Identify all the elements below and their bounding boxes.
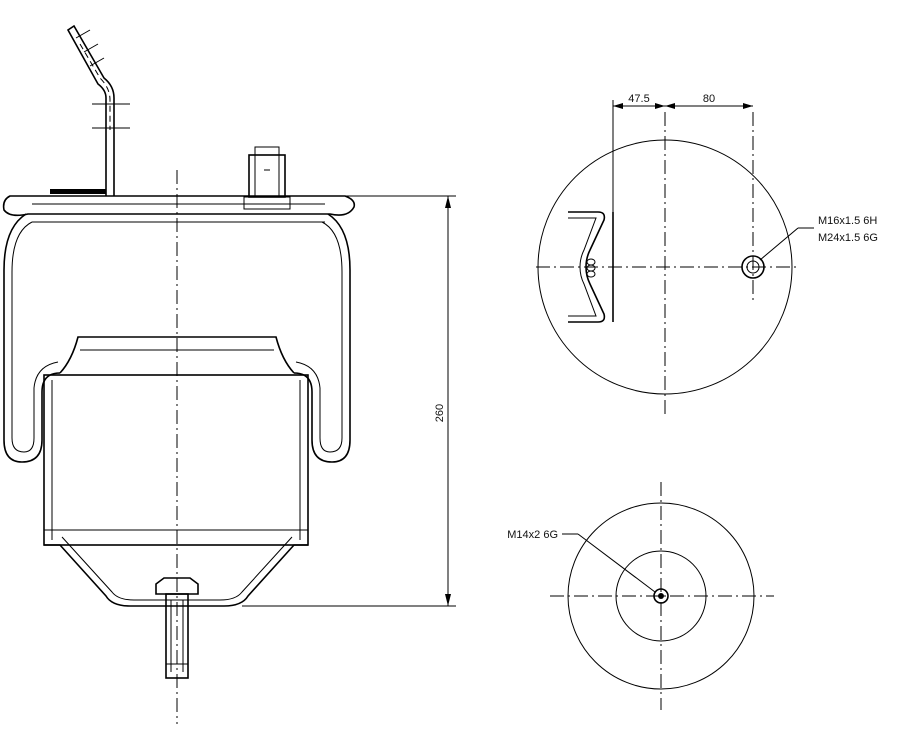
bellows-right-inner: [295, 221, 343, 453]
dim-arrow-4: [743, 103, 753, 109]
height-arrow-bottom: [445, 594, 451, 606]
side-view: 260: [2, 24, 456, 724]
bottom-view: M14x2 6G: [507, 482, 774, 710]
top-thread-label-upper: M16x1.5 6H: [818, 215, 877, 227]
top-view-bracket-hole-1: [586, 258, 596, 266]
piston-cone-outer: [44, 544, 308, 607]
top-stud-base: [243, 196, 291, 210]
top-view-stud-inner: [746, 260, 760, 274]
top-thread-leader: [759, 227, 799, 261]
bottom-bolt-head: [155, 577, 199, 595]
bottom-thread-label: M14x2 6G: [507, 529, 558, 541]
dim-arrow-1: [613, 103, 623, 109]
top-plate: [2, 195, 356, 217]
bracket-tick-5: [89, 57, 105, 67]
bracket-hidden-line: [79, 43, 111, 130]
dim-label-offset-right: 80: [703, 93, 715, 105]
bracket-tick-4: [83, 43, 99, 53]
top-stud-nut: [248, 154, 286, 198]
top-view-bracket-hole-3: [586, 270, 596, 278]
bellows-left-outer: [3, 213, 61, 463]
piston-body: [43, 374, 309, 546]
bottom-bolt-shank: [165, 593, 189, 679]
top-view-bracket: [568, 211, 606, 323]
piston-cone-inner: [61, 536, 293, 601]
angled-bracket: [66, 24, 115, 196]
bellows-right-outer: [293, 213, 351, 463]
height-dimension-label: 260: [434, 404, 446, 422]
bracket-base: [50, 189, 106, 194]
top-view-stud-outer: [741, 255, 765, 279]
height-arrow-top: [445, 196, 451, 208]
dim-arrow-3: [665, 103, 675, 109]
piston-cap: [59, 336, 295, 374]
bottom-thread-leader: [577, 533, 656, 593]
bracket-tick-3: [75, 29, 91, 39]
bellows-left-inner: [11, 221, 59, 453]
bottom-view-bolt-center: [658, 593, 664, 599]
top-view: 47.5 80 M16x1.5 6H M24x1.5 6G: [536, 93, 878, 414]
top-view-bracket-hole-2: [586, 264, 596, 272]
dim-arrow-2: [655, 103, 665, 109]
top-view-bracket-inner: [568, 217, 597, 317]
bottom-view-bolt-outer: [653, 588, 669, 604]
top-thread-label-lower: M24x1.5 6G: [818, 232, 878, 244]
dim-label-offset-left: 47.5: [628, 93, 649, 105]
